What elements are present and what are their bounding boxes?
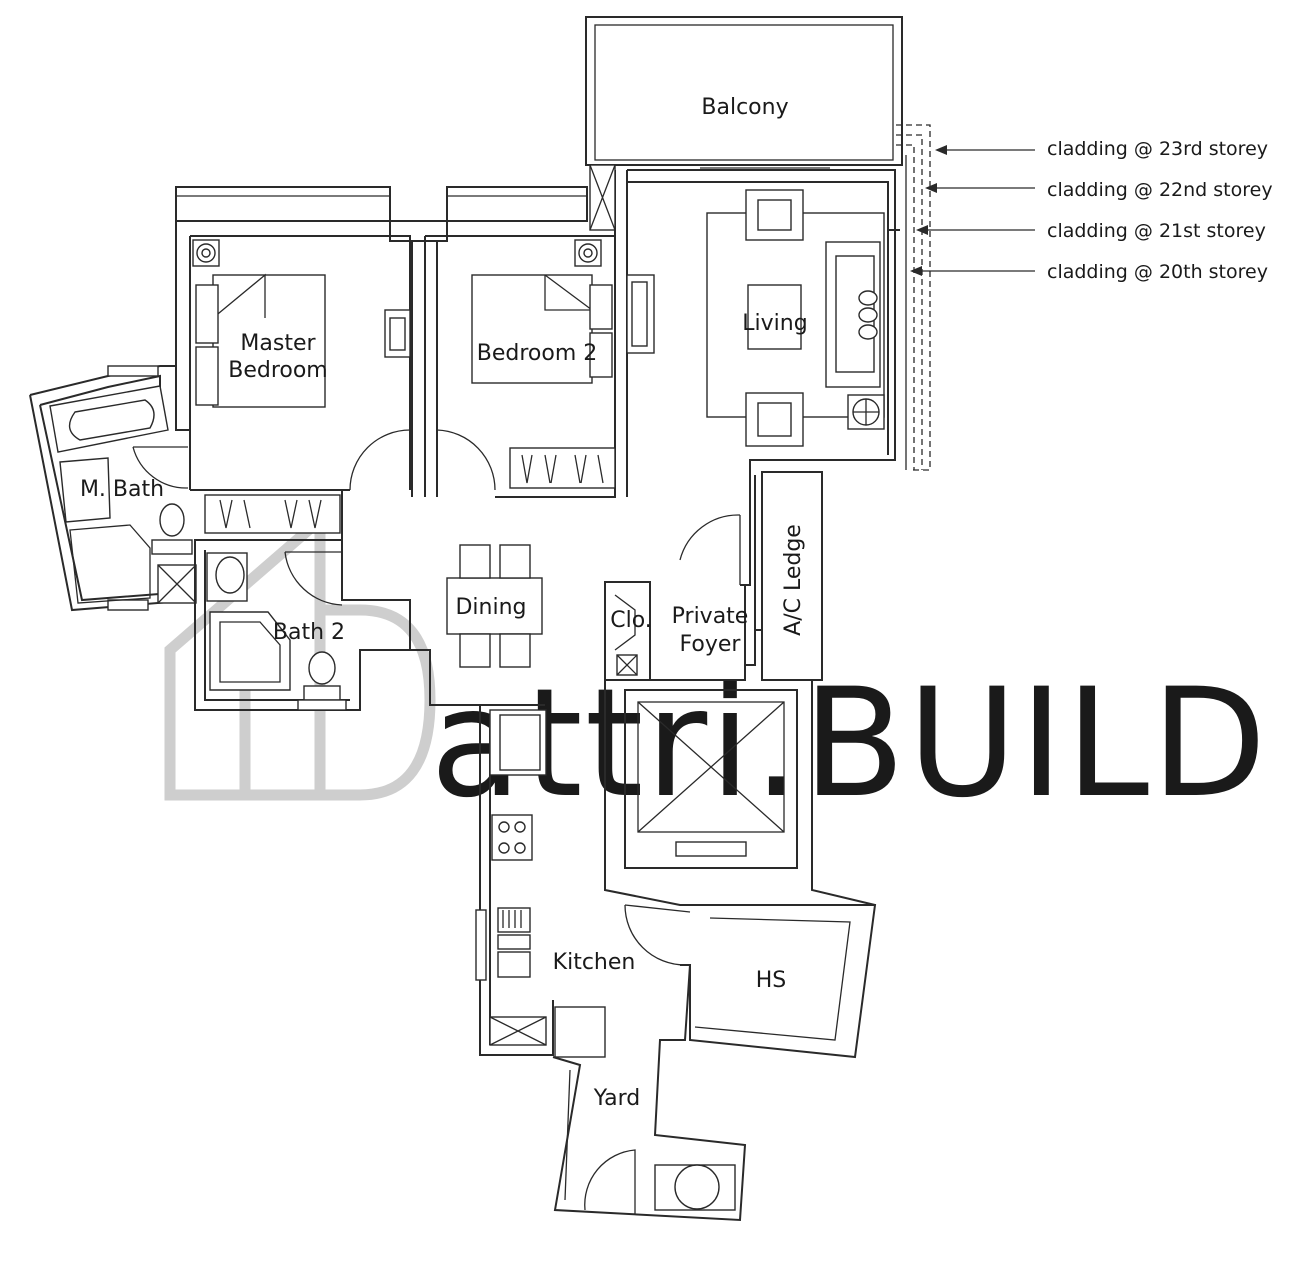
balcony-label: Balcony: [701, 95, 788, 120]
ac-ledge-label: A/C Ledge: [781, 524, 806, 636]
bedroom2-desk: [626, 274, 655, 354]
hs-label: HS: [756, 968, 787, 993]
master-fan-icon: [192, 239, 220, 267]
master-desk: [384, 309, 411, 358]
foyer-walls: [604, 471, 823, 681]
kitchen-label: Kitchen: [553, 950, 636, 975]
dining-table: [446, 544, 543, 668]
master-wardrobe: [204, 494, 341, 534]
living-label: Living: [742, 311, 807, 336]
cladding-annotation-22: cladding @ 22nd storey: [1047, 179, 1273, 201]
living-sofa-set: [706, 189, 885, 447]
balcony-outline: [585, 16, 903, 166]
bedroom2-wardrobe: [509, 447, 616, 489]
bath2-walls: [194, 539, 411, 711]
hs-walls: [689, 904, 877, 1059]
yard-label: Yard: [593, 1086, 641, 1111]
master-bath-tub: [49, 385, 169, 453]
private-foyer-label-1: Private: [672, 604, 749, 629]
watermark-text: attri.BUILD: [430, 657, 1269, 831]
cladding-annotation-21: cladding @ 21st storey: [1047, 220, 1266, 242]
bedroom2-fan-icon: [574, 239, 602, 267]
cladding-annotation-20: cladding @ 20th storey: [1047, 261, 1268, 283]
living-walls: [589, 164, 900, 586]
cladding-annotation-23: cladding @ 23rd storey: [1047, 138, 1268, 160]
lift-core: [604, 680, 876, 906]
private-foyer-label-2: Foyer: [680, 632, 742, 657]
kitchen-walls: [410, 649, 691, 1058]
bath2-label: Bath 2: [273, 620, 345, 645]
yard-walls: [552, 964, 747, 1222]
living-fan-icon: [847, 394, 885, 430]
master-bath-fixtures: [59, 446, 197, 604]
dining-label: Dining: [455, 595, 526, 620]
cladding-lines: [896, 124, 931, 471]
master-bedroom-label-2: Bedroom: [228, 358, 328, 383]
master-bedroom-label-1: Master: [240, 331, 316, 356]
clo-label: Clo.: [610, 608, 652, 633]
bedroom2-label: Bedroom 2: [477, 341, 598, 366]
cladding-arrows: [910, 145, 1035, 276]
bedroom2-bed: [471, 274, 613, 384]
master-bed: [195, 273, 326, 408]
master-bath-label: M. Bath: [80, 477, 164, 502]
